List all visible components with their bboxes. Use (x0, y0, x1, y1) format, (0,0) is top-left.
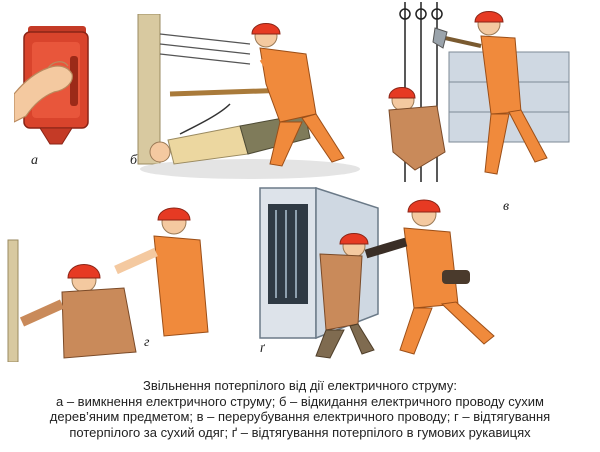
panel-g-clothing (4, 192, 224, 362)
gloves-pull-illustration (259, 186, 495, 359)
panel-letter-g: г (144, 335, 150, 350)
figure-caption: Звільнення потерпілого від дії електричн… (0, 378, 600, 440)
stick-illustration (137, 14, 360, 179)
panel-letter-v: в (503, 199, 510, 214)
panel-letter-b: б (130, 153, 138, 168)
caption-line-1: а – вимкнення електричного струму; б – в… (56, 393, 544, 409)
panel-g2-gloves (254, 184, 514, 364)
panel-v-axe (385, 2, 595, 197)
panel-letter-a: а (31, 153, 38, 168)
panel-a-switch-off (14, 20, 104, 150)
clothing-pull-illustration (7, 207, 209, 362)
caption-title: Звільнення потерпілого від дії електричн… (142, 378, 457, 393)
axe-illustration (388, 2, 570, 182)
panel-b-stick (130, 14, 380, 194)
caption-line-2: дерев’яним предметом; в – перерубування … (49, 409, 551, 424)
caption-line-3: потерпілого за сухий одяг; ґ – відтягува… (69, 424, 531, 440)
panel-letter-g2: ґ (260, 341, 265, 356)
switch-off-illustration (14, 26, 89, 145)
